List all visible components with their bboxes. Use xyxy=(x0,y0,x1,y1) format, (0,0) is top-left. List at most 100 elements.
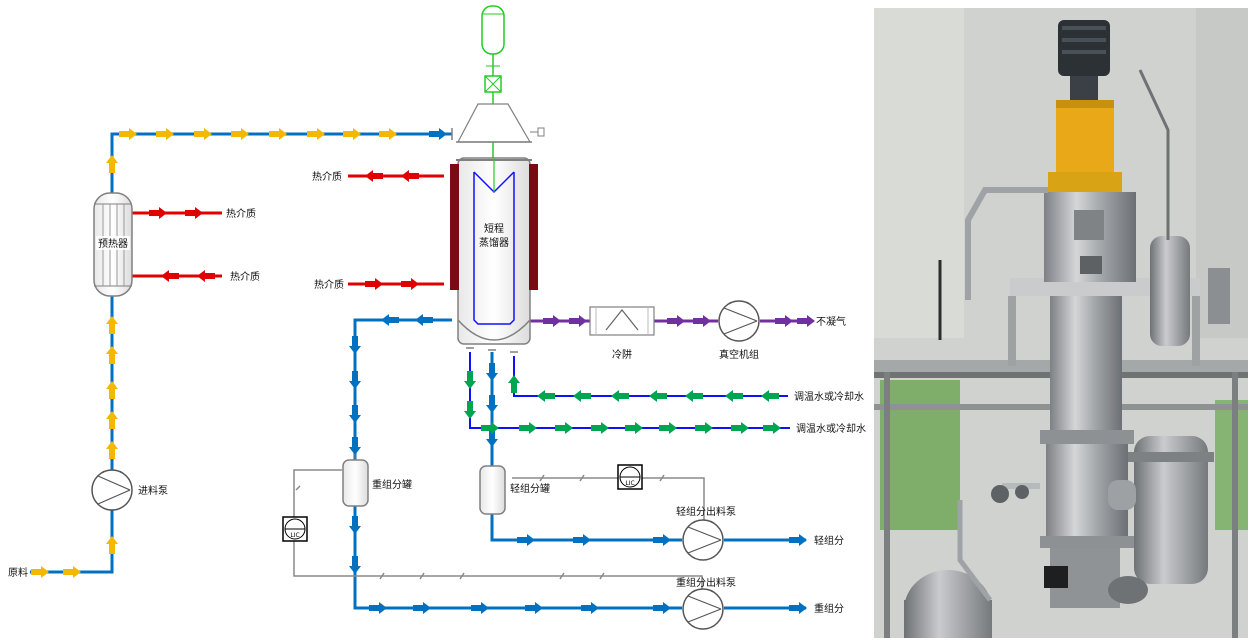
flow-arrow xyxy=(508,375,520,393)
flow-arrow xyxy=(63,566,81,578)
cold-trap xyxy=(589,306,655,336)
flow-arrow xyxy=(401,278,419,290)
light-component-tank xyxy=(479,465,506,515)
flow-arrow xyxy=(119,128,137,140)
flow-arrow xyxy=(543,315,561,327)
flow-arrow xyxy=(471,602,489,614)
flow-arrow xyxy=(106,155,118,173)
flow-arrow xyxy=(693,315,711,327)
flow-arrow xyxy=(156,128,174,140)
flow-arrow xyxy=(369,602,387,614)
flow-arrow xyxy=(789,602,807,614)
flow-arrow xyxy=(763,422,781,434)
coolant-in-label: 调温水或冷却水 xyxy=(794,390,864,403)
vacuum-pump xyxy=(718,300,760,342)
flow-arrow xyxy=(667,315,685,327)
flow-arrow xyxy=(197,270,215,282)
short-path-evaporator xyxy=(450,5,545,353)
flow-arrow xyxy=(525,602,543,614)
flow-arrows xyxy=(31,128,815,614)
flow-arrow xyxy=(659,422,677,434)
flow-arrow xyxy=(161,270,179,282)
level-controller-light: LIC xyxy=(617,464,643,490)
noncondensable-label: 不凝气 xyxy=(816,315,846,328)
flow-arrow xyxy=(31,566,49,578)
flow-arrow xyxy=(537,390,555,402)
evaporator-label-1: 短程 xyxy=(484,222,504,235)
evaporator-heat-out-label: 热介质 xyxy=(312,170,342,183)
flow-arrow xyxy=(413,602,431,614)
flow-arrow xyxy=(685,390,703,402)
flow-arrow xyxy=(761,390,779,402)
flow-arrow xyxy=(429,128,447,140)
flow-arrow xyxy=(231,128,249,140)
light-product-label: 轻组分 xyxy=(814,534,844,547)
flow-arrow xyxy=(401,170,419,182)
flow-arrow xyxy=(365,170,383,182)
flow-arrow xyxy=(481,422,499,434)
cold-trap-label: 冷阱 xyxy=(612,348,632,361)
heavy-tank-out-pipe xyxy=(353,505,682,610)
flow-arrow xyxy=(486,395,498,413)
flow-arrow xyxy=(194,128,212,140)
feed-material-label: 原料 xyxy=(8,566,28,579)
feed-pipe xyxy=(30,510,114,574)
flow-arrow xyxy=(569,315,587,327)
flow-arrow xyxy=(611,390,629,402)
flow-arrow xyxy=(731,422,749,434)
flow-arrow xyxy=(591,422,609,434)
preheater xyxy=(93,192,133,297)
flow-arrow xyxy=(486,363,498,381)
flow-arrow xyxy=(555,422,573,434)
preheater-to-evaporator-pipe xyxy=(110,132,452,193)
flow-arrow xyxy=(106,536,118,554)
preheater-label: 预热器 xyxy=(98,237,128,250)
flow-arrow xyxy=(149,207,167,219)
flow-arrow xyxy=(269,128,287,140)
lic-label: LIC xyxy=(290,532,299,539)
flow-arrow xyxy=(625,422,643,434)
heavy-residue-pipe xyxy=(353,318,452,462)
preheater-heat-in-label: 热介质 xyxy=(230,270,260,283)
flow-arrow xyxy=(106,381,118,399)
flow-arrow xyxy=(797,315,815,327)
level-controller-heavy: LIC xyxy=(282,516,308,542)
evaporator-heat-in-label: 热介质 xyxy=(314,278,344,291)
heavy-tank-label: 重组分罐 xyxy=(372,478,412,491)
flow-arrow xyxy=(185,207,203,219)
flow-arrow xyxy=(486,429,498,447)
coolant-in-pipe xyxy=(513,356,788,397)
flow-arrow xyxy=(106,346,118,364)
light-pump-label: 轻组分出料泵 xyxy=(676,505,736,518)
flow-arrow xyxy=(573,534,591,546)
flow-arrow xyxy=(106,441,118,459)
heavy-pump-label: 重组分出料泵 xyxy=(676,576,736,589)
flow-arrow xyxy=(519,422,537,434)
equipment-photo xyxy=(874,8,1248,638)
vacuum-unit-label: 真空机组 xyxy=(719,348,759,361)
light-tank-label: 轻组分罐 xyxy=(510,482,550,495)
flow-arrow xyxy=(789,534,807,546)
flow-arrow xyxy=(415,314,433,326)
control-lines xyxy=(293,469,705,590)
light-component-pump xyxy=(682,519,724,561)
lic-label: LIC xyxy=(625,480,634,487)
flow-arrow xyxy=(343,128,361,140)
flow-arrow xyxy=(464,401,476,419)
flow-arrow xyxy=(307,128,325,140)
coolant-out-label: 调温水或冷却水 xyxy=(796,422,866,435)
flow-arrow xyxy=(106,411,118,429)
heavy-component-tank xyxy=(342,454,369,507)
flow-arrow xyxy=(349,405,361,423)
flow-arrow xyxy=(349,371,361,389)
flow-arrow xyxy=(464,371,476,389)
flow-arrow xyxy=(695,422,713,434)
flow-arrow xyxy=(653,602,671,614)
feed-pump xyxy=(91,469,133,511)
flow-arrow xyxy=(349,336,361,354)
evaporator-label-2: 蒸馏器 xyxy=(479,236,509,249)
flow-arrow xyxy=(349,437,361,455)
flow-arrow xyxy=(653,534,671,546)
flow-arrow xyxy=(775,315,793,327)
